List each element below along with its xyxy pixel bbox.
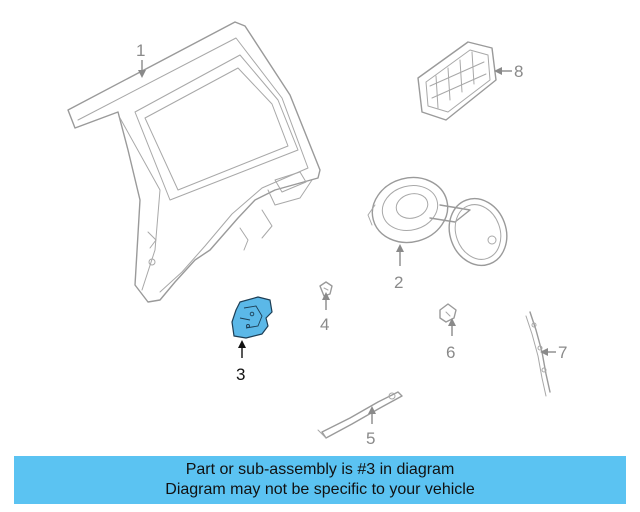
part-1-quarter-panel[interactable]: [67, 21, 321, 303]
callout-6: 6: [446, 318, 456, 362]
callout-5: 5: [366, 406, 376, 448]
info-banner: Part or sub-assembly is #3 in diagram Di…: [14, 456, 626, 504]
part-4-clip[interactable]: [319, 281, 333, 297]
banner-line-1: Part or sub-assembly is #3 in diagram: [185, 461, 455, 478]
svg-text:8: 8: [514, 62, 523, 81]
part-2-fuel-door[interactable]: [365, 169, 516, 273]
part-3-bracket-highlighted[interactable]: [231, 296, 273, 339]
callout-1: 1: [136, 41, 146, 78]
parts-diagram: 1 2 3 4 5 6 7 8: [67, 21, 567, 448]
part-8-vent-grille[interactable]: [417, 41, 497, 121]
callout-2: 2: [394, 244, 404, 292]
svg-text:5: 5: [366, 429, 375, 448]
callout-4: 4: [320, 292, 330, 334]
callout-7: 7: [540, 343, 567, 362]
part-5-rod[interactable]: [317, 391, 403, 439]
svg-text:7: 7: [558, 343, 567, 362]
svg-text:4: 4: [320, 315, 329, 334]
svg-text:6: 6: [446, 343, 455, 362]
svg-text:3: 3: [236, 365, 245, 384]
callout-3: 3: [236, 340, 246, 384]
banner-line-2: Diagram may not be specific to your vehi…: [165, 481, 475, 498]
svg-text:2: 2: [394, 273, 403, 292]
svg-text:1: 1: [136, 41, 145, 60]
part-6-fastener[interactable]: [439, 303, 457, 323]
callout-8: 8: [494, 62, 523, 81]
